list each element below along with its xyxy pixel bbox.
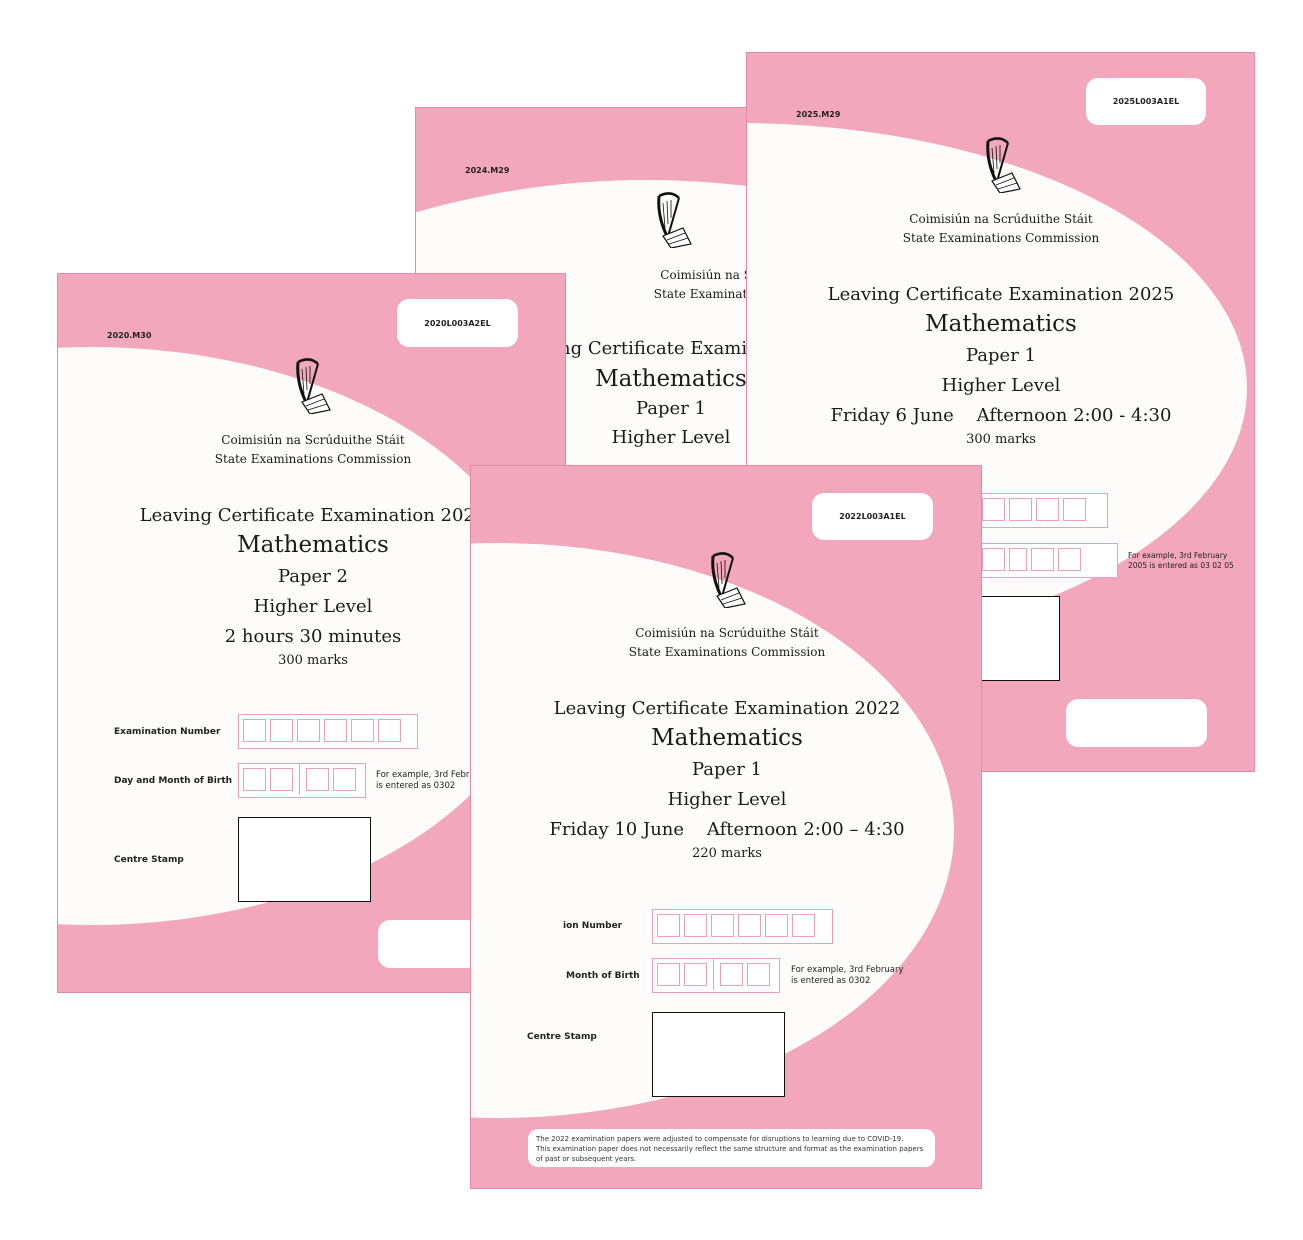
harp-logo-icon: [657, 192, 692, 248]
centre-stamp-box: [238, 817, 371, 902]
subject: Mathematics: [595, 366, 747, 392]
dob-example-note: For example, 3rd February 2005 is entere…: [1128, 551, 1234, 570]
paper-code: 2020.M30: [107, 331, 152, 340]
dob-example-note: For example, 3rd February is entered as …: [791, 965, 904, 986]
paper-code: 2025.M29: [796, 110, 841, 119]
harp-logo-icon: [986, 137, 1021, 193]
exam-number-label: ion Number: [563, 921, 623, 931]
date-of-birth-boxes[interactable]: [977, 543, 1118, 578]
dob-example-note: For example, 3rd February is entered as …: [376, 770, 489, 791]
exam-duration: 2 hours 30 minutes: [224, 626, 402, 647]
cover-text-block: Coimisiún na Scrúduithe Stáit State Exam…: [113, 431, 513, 668]
blank-label: [1066, 699, 1207, 747]
cover-text-block: Coimisiún na Scrúduithe Stáit State Exam…: [527, 624, 927, 861]
level: Higher Level: [941, 375, 1061, 396]
dob-label: Month of Birth: [566, 971, 640, 981]
centre-stamp-label: Centre Stamp: [114, 855, 184, 865]
total-marks: 300 marks: [278, 653, 348, 668]
exam-number-label: Examination Number: [114, 727, 221, 737]
agency-irish: Coimisiún na Scrúduithe Stáit: [221, 433, 405, 447]
level: Higher Level: [253, 596, 373, 617]
centre-stamp-box: [652, 1012, 785, 1097]
subject: Mathematics: [651, 725, 803, 751]
cover-text-block: Coimisiún na Scrúduithe Stáit State Exam…: [801, 210, 1201, 447]
centre-stamp-label: Centre Stamp: [527, 1032, 597, 1042]
total-marks: 300 marks: [966, 432, 1036, 447]
level: Higher Level: [611, 427, 731, 448]
paper-number: Paper 1: [692, 759, 762, 780]
exam-number-boxes[interactable]: [652, 909, 833, 944]
agency-english: State Examinations Commission: [902, 231, 1100, 245]
agency-english: State Examinations Commission: [214, 452, 412, 466]
paper-number: Paper 2: [278, 566, 348, 587]
paper-id-label: 2020L003A2EL: [397, 299, 518, 347]
paper-number: Paper 1: [636, 398, 706, 419]
agency-irish: Coimisiún na Scrúduithe Stáit: [635, 626, 819, 640]
agency-english: State Examinations Commission: [653, 287, 754, 301]
subject: Mathematics: [925, 311, 1077, 337]
agency-english: State Examinations Commission: [628, 645, 826, 659]
agency-irish: Coimisiún na Scrúduithe Stáit: [660, 268, 754, 282]
agency-irish: Coimisiún na Scrúduithe Stáit: [909, 212, 1093, 226]
covid-disclaimer: The 2022 examination papers were adjuste…: [528, 1129, 935, 1167]
exam-title: Leaving Certificate Examination 2022: [553, 698, 901, 719]
exam-number-boxes[interactable]: [238, 714, 418, 749]
subject-block: Mathematics Paper 1 Higher Level: [471, 366, 754, 448]
exam-time: Friday 6 June Afternoon 2:00 - 4:30: [830, 405, 1172, 426]
centre-stamp-box: [977, 596, 1060, 681]
exam-title: Leaving Certificate Examination 2020: [139, 505, 487, 526]
exam-title: ng Certificate Examinat: [559, 338, 755, 359]
total-marks: 220 marks: [692, 846, 762, 861]
exam-title-block: ng Certificate Examinat: [416, 338, 755, 359]
date-of-birth-boxes[interactable]: [652, 958, 780, 993]
date-of-birth-boxes[interactable]: [238, 763, 366, 798]
exam-cover-2022: 2022L003A1EL Coimisiún na Scrúduithe Stá…: [470, 465, 982, 1189]
paper-id-label: 2022L003A1EL: [812, 493, 933, 540]
harp-logo-icon: [711, 552, 746, 608]
paper-code: 2024.M29: [465, 166, 510, 175]
level: Higher Level: [667, 789, 787, 810]
harp-logo-icon: [296, 358, 331, 414]
exam-time: Friday 10 June Afternoon 2:00 – 4:30: [549, 819, 905, 840]
paper-number: Paper 1: [966, 345, 1036, 366]
exam-number-boxes[interactable]: [977, 493, 1108, 528]
exam-title: Leaving Certificate Examination 2025: [827, 284, 1175, 305]
cover-text-block: Coimisiún na Scrúduithe Stáit State Exam…: [542, 266, 754, 304]
dob-label: Day and Month of Birth: [114, 776, 233, 786]
paper-id-label: 2025L003A1EL: [1086, 78, 1206, 125]
subject: Mathematics: [237, 532, 389, 558]
